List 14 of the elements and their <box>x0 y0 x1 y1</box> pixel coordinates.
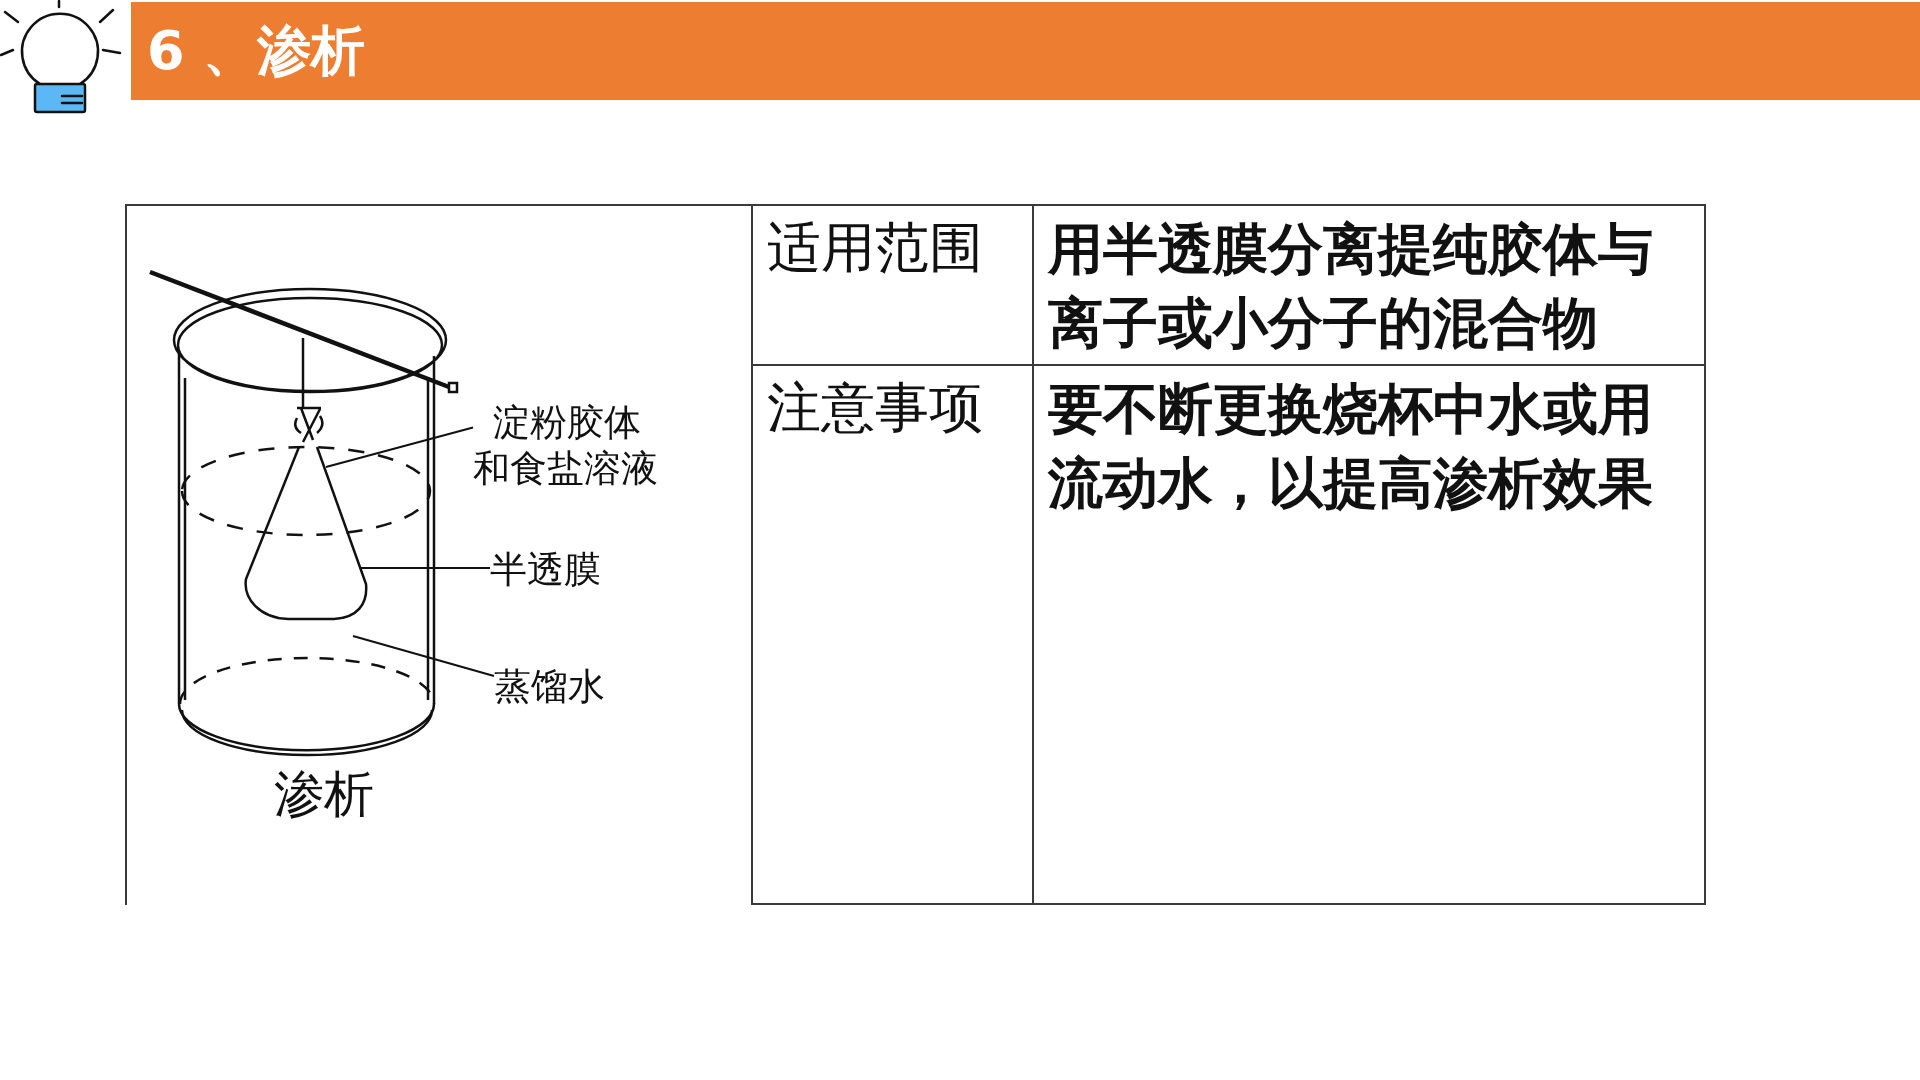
part-label: 半透膜 <box>490 547 606 593</box>
slide-title: 6 、渗析 <box>147 21 366 81</box>
dialysis-bag <box>244 406 368 621</box>
part-label: 蒸馏水 <box>494 664 610 710</box>
part-label: 淀粉胶体和食盐溶液 <box>473 400 662 492</box>
row-description: 要不断更换烧杯中水或用流动水，以提高渗析效果 <box>1048 376 1654 517</box>
row-description: 用半透膜分离提纯胶体与离子或小分子的混合物 <box>1048 216 1654 357</box>
leader-line <box>352 635 495 677</box>
figure-caption: 渗析 <box>274 764 374 824</box>
row-heading: 注意事项 <box>767 375 983 441</box>
leader-line <box>325 426 474 468</box>
row-heading: 适用范围 <box>767 215 983 281</box>
distilled-water <box>180 445 434 757</box>
leader-line <box>359 567 491 569</box>
